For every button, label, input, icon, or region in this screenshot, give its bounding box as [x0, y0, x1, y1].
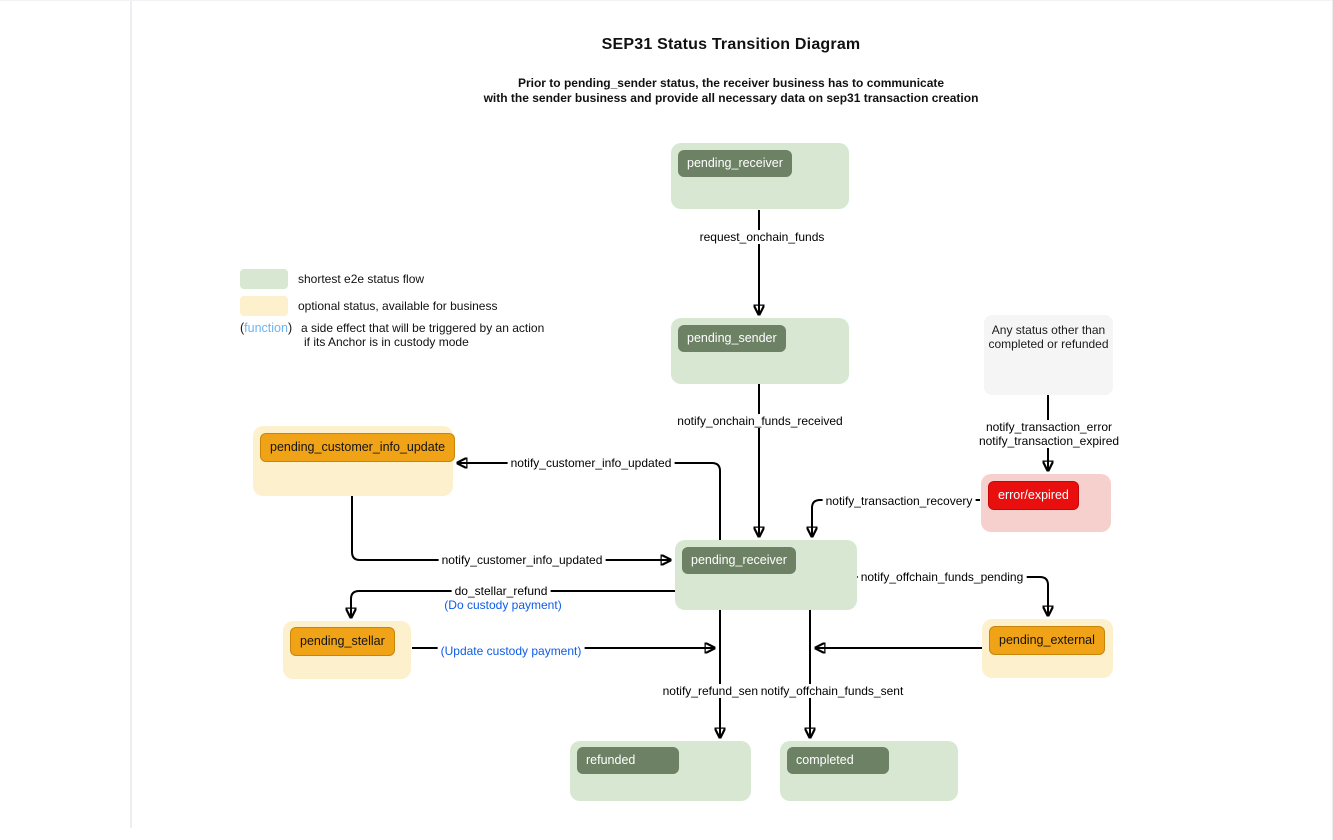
node-pending-customer-info-update: pending_customer_info_update — [253, 426, 456, 496]
edge-notify-offchain-funds-pending — [857, 576, 1048, 615]
node-pending-receiver-mid: pending_receiver — [675, 540, 857, 610]
diagram-title: SEP31 Status Transition Diagram — [601, 36, 861, 53]
edge-notify-transaction-recovery — [812, 499, 980, 536]
node-error-expired-badge: error/expired — [988, 481, 1079, 510]
label-notify-offchain-funds-pending: notify_offchain_funds_pending — [857, 570, 1027, 584]
node-pending-sender: pending_sender — [671, 318, 849, 384]
page-top-divider — [0, 0, 1333, 1]
label-notify-transaction-error-expired: notify_transaction_error notify_transact… — [975, 420, 1123, 448]
node-pending-customer-info-update-badge: pending_customer_info_update — [260, 433, 456, 462]
node-pending-receiver-top-badge: pending_receiver — [678, 150, 792, 177]
legend-yellow-swatch — [240, 296, 288, 316]
label-notify-onchain-funds-received: notify_onchain_funds_received — [674, 414, 846, 428]
legend-function-close-paren: ) — [287, 321, 293, 335]
node-any-status-note: Any status other than completed or refun… — [984, 315, 1113, 395]
node-error-expired: error/expired — [981, 474, 1111, 532]
legend-function-desc-line2: if its Anchor is in custody mode — [304, 335, 469, 349]
label-notify-refund-sent: notify_refund_sent — [659, 684, 765, 698]
legend-yellow-label: optional status, available for business — [298, 299, 498, 313]
node-pending-receiver-mid-badge: pending_receiver — [682, 547, 796, 574]
label-notify-transaction-error: notify_transaction_error — [985, 420, 1113, 434]
node-refunded-badge: refunded — [577, 747, 679, 774]
legend-function-desc-line1: a side effect that will be triggered by … — [301, 321, 545, 335]
any-status-note-line1: Any status other than — [991, 323, 1106, 337]
diagram-subtitle-line1: Prior to pending_sender status, the rece… — [517, 76, 945, 90]
legend-function-token: (function) — [240, 322, 292, 335]
label-notify-offchain-funds-sent: notify_offchain_funds_sent — [757, 684, 907, 698]
diagram-subtitle-line2: with the sender business and provide all… — [483, 91, 979, 105]
label-do-stellar-refund: do_stellar_refund — [451, 584, 551, 598]
legend-function-word: function — [244, 321, 288, 335]
node-pending-stellar-badge: pending_stellar — [290, 627, 395, 656]
label-request-onchain-funds: request_onchain_funds — [696, 230, 828, 244]
edge-do-stellar-refund — [351, 590, 675, 617]
node-pending-external: pending_external — [982, 619, 1113, 678]
label-update-custody-payment: (Update custody payment) — [437, 644, 585, 658]
edge-notify-customer-info-updated-bottom — [351, 496, 670, 560]
any-status-note-line2: completed or refunded — [988, 337, 1109, 351]
node-pending-stellar: pending_stellar — [283, 621, 411, 679]
label-notify-transaction-expired: notify_transaction_expired — [978, 434, 1120, 448]
node-pending-external-badge: pending_external — [989, 626, 1105, 655]
legend-green-swatch — [240, 269, 288, 289]
legend-function-open-paren: ( — [240, 321, 245, 335]
node-completed: completed — [780, 741, 958, 801]
label-notify-customer-info-updated-bottom: notify_customer_info_updated — [438, 553, 606, 567]
node-refunded: refunded — [570, 741, 751, 801]
node-completed-badge: completed — [787, 747, 889, 774]
node-pending-sender-badge: pending_sender — [678, 325, 786, 352]
diagram-subtitle: Prior to pending_sender status, the rece… — [131, 76, 1331, 106]
node-pending-receiver-top: pending_receiver — [671, 143, 849, 209]
edge-notify-customer-info-updated-top — [458, 463, 721, 540]
label-notify-transaction-recovery: notify_transaction_recovery — [822, 494, 976, 508]
legend-green-label: shortest e2e status flow — [298, 272, 425, 286]
label-notify-customer-info-updated-top: notify_customer_info_updated — [507, 456, 675, 470]
label-do-custody-payment: (Do custody payment) — [441, 598, 565, 612]
page-left-divider — [130, 0, 132, 828]
